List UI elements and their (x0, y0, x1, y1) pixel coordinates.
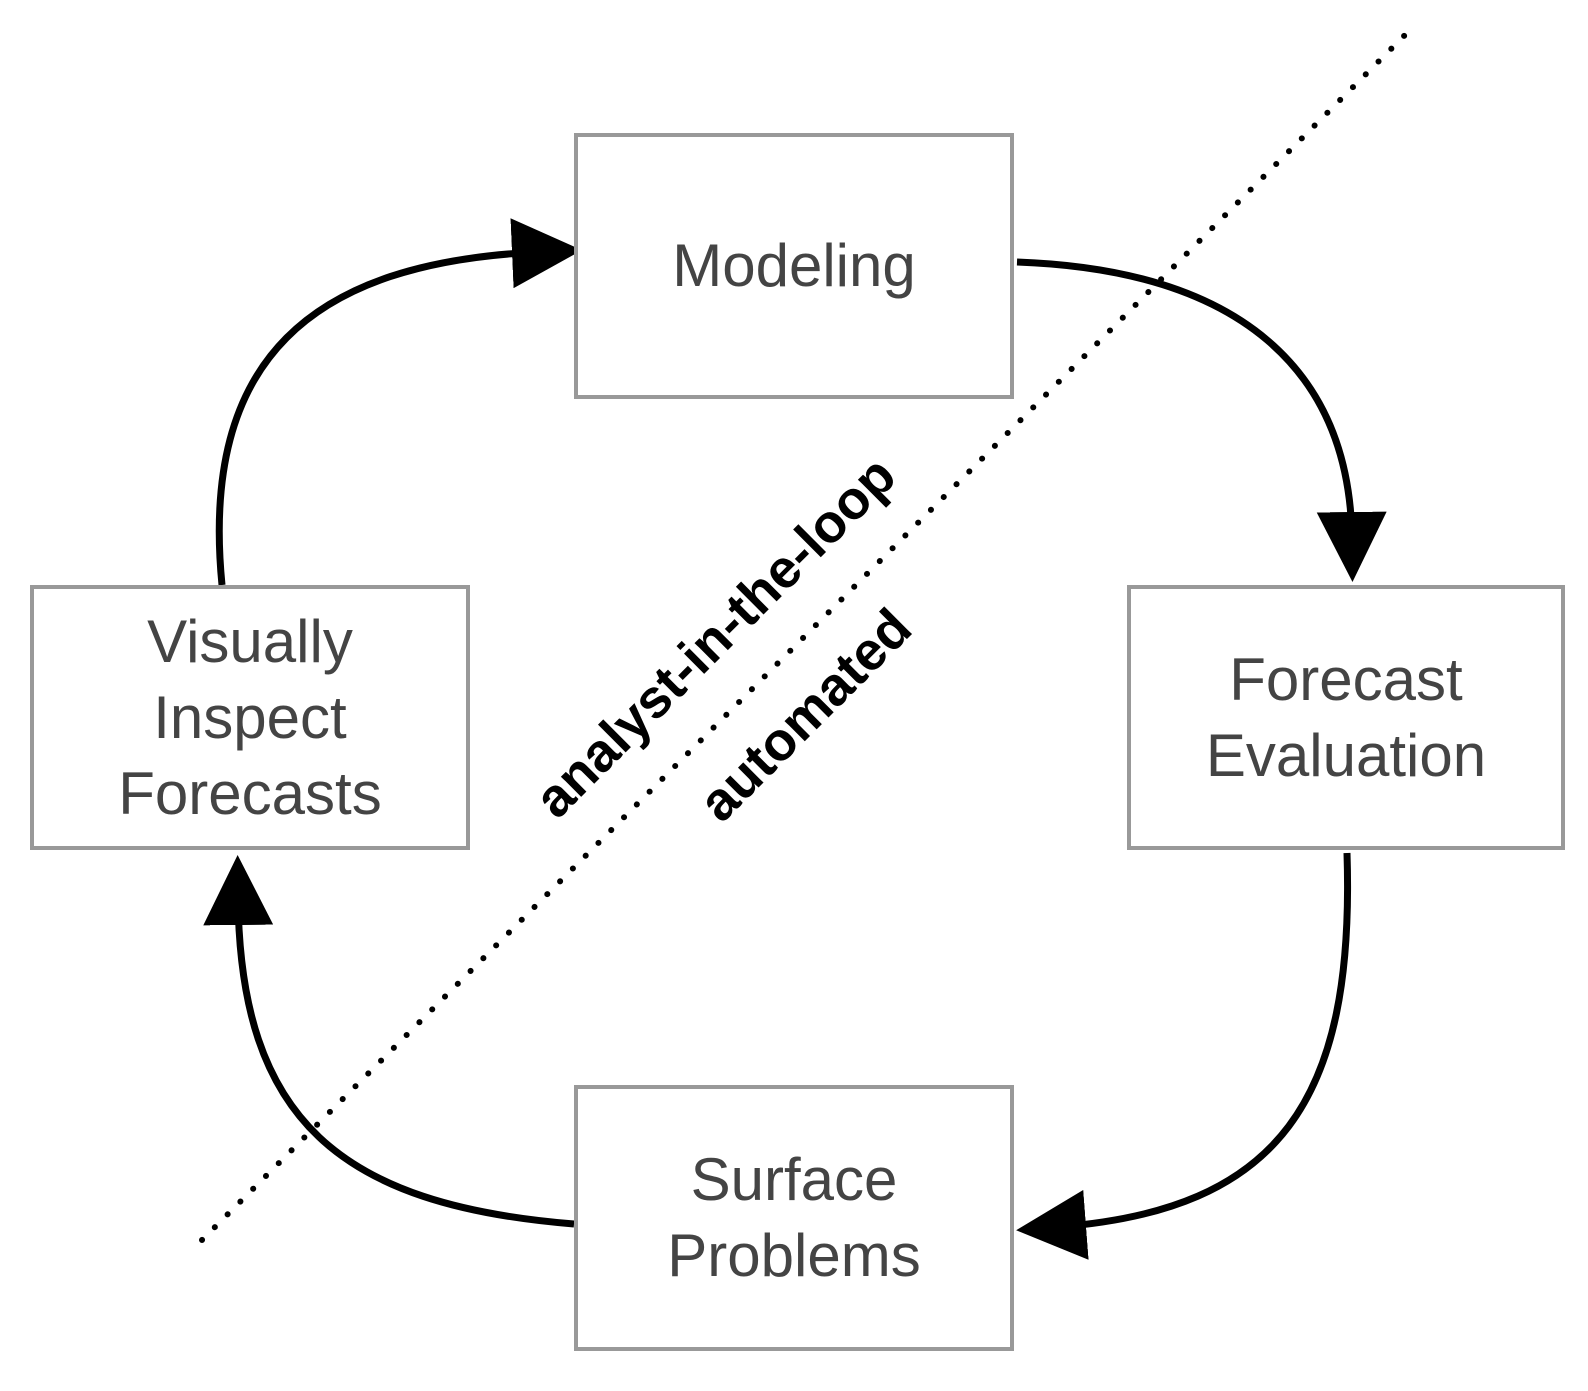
node-visually-inspect-line-1: Visually (147, 607, 353, 675)
arrow-inspect-to-modeling (215, 218, 582, 586)
node-forecast-evaluation-line-2: Evaluation (1205, 721, 1487, 789)
arrow-surface-to-inspect (203, 855, 575, 1228)
node-surface-problems-line-2: Problems (667, 1222, 921, 1289)
node-visually-inspect-forecasts: Visually Inspect Forecasts (30, 585, 470, 850)
node-visually-inspect-line-2: Inspect (153, 683, 347, 751)
node-visually-inspect-line-3: Forecasts (118, 759, 382, 827)
node-forecast-evaluation-line-1: Forecast (1229, 645, 1463, 713)
divider-line (199, 32, 1408, 1243)
node-forecast-evaluation: Forecast Evaluation (1127, 585, 1565, 850)
arrow-modeling-to-evaluation (1016, 258, 1387, 582)
node-modeling-line-1: Modeling (672, 232, 916, 299)
node-modeling: Modeling (574, 133, 1014, 399)
node-surface-problems: Surface Problems (574, 1085, 1014, 1351)
node-surface-problems-line-1: Surface (690, 1146, 898, 1213)
arrow-evaluation-to-surface (1016, 852, 1352, 1260)
